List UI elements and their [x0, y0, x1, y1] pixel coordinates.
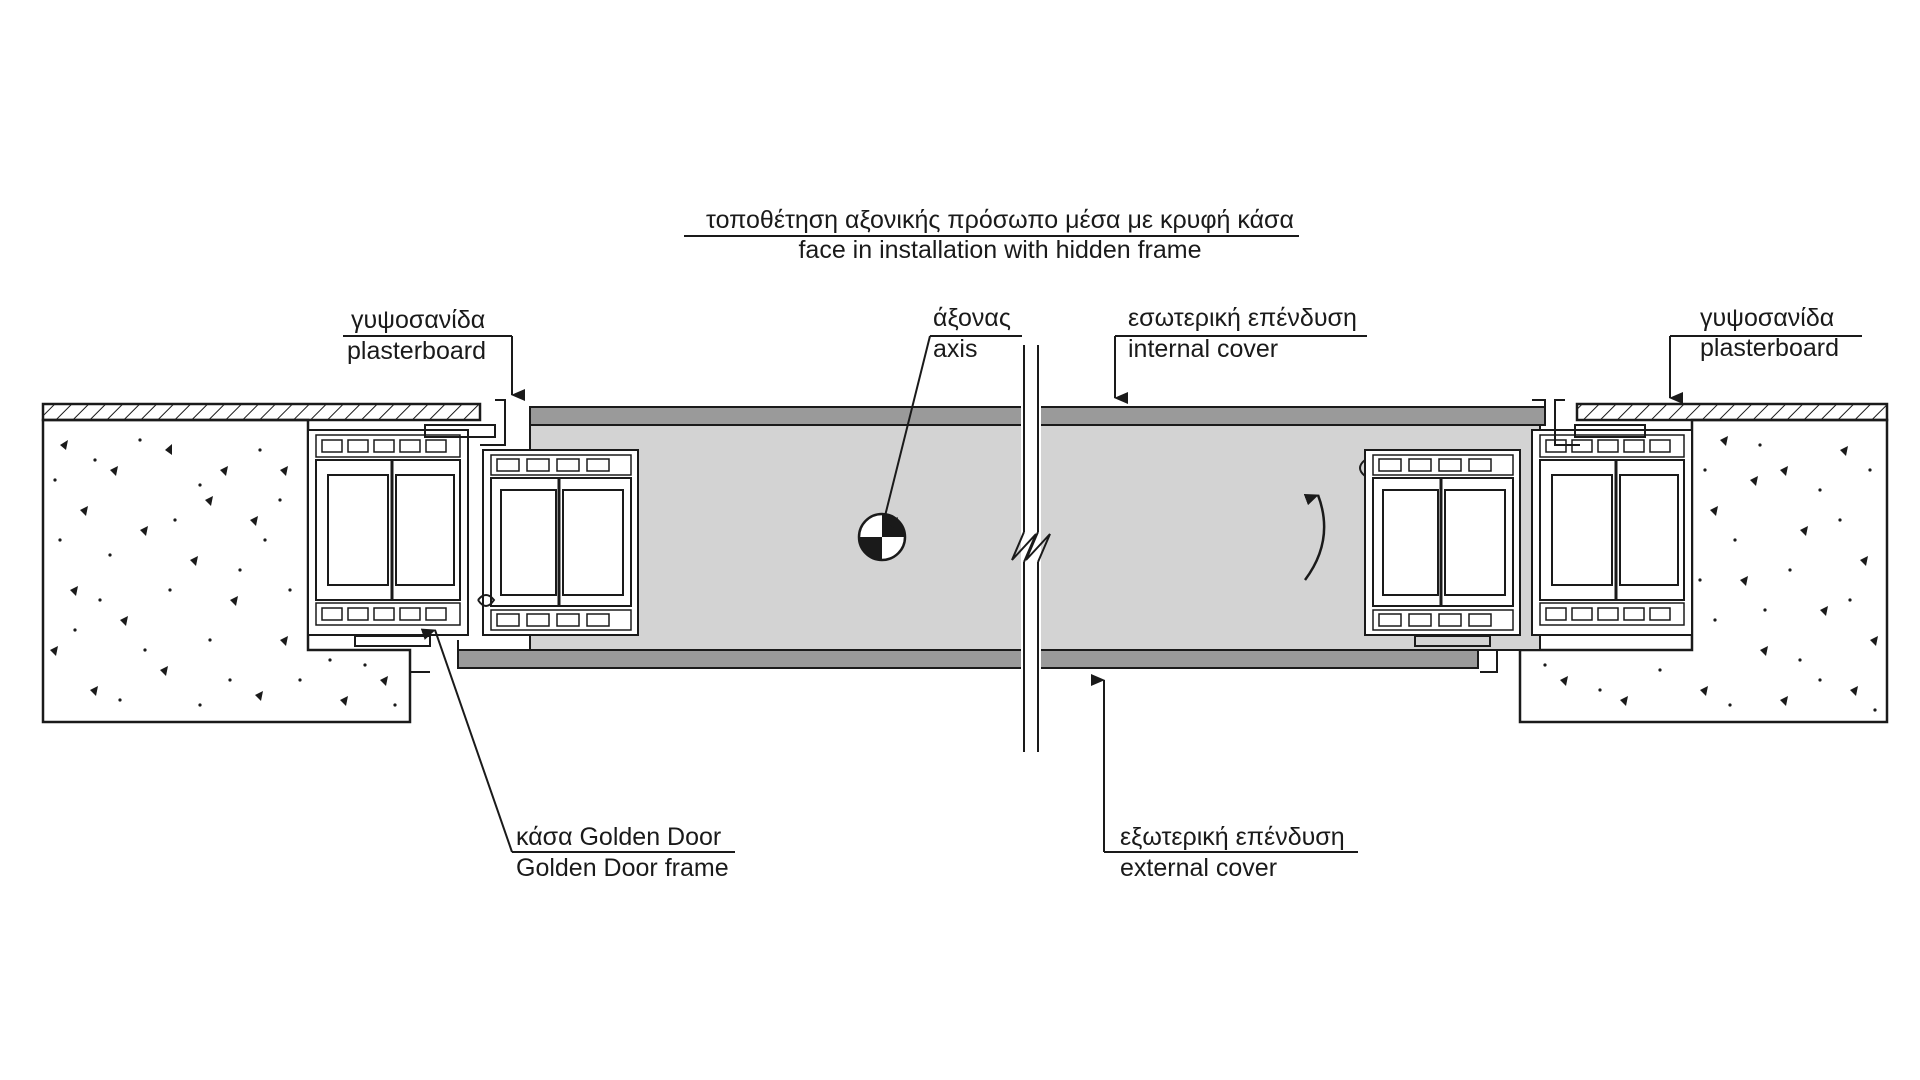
break-symbol	[1011, 340, 1051, 755]
left-plasterboard	[41, 402, 482, 422]
right-wall-aggregate	[1543, 436, 1878, 712]
axis-symbol	[857, 512, 907, 562]
external-cover-sheet	[457, 649, 1479, 669]
axis-greek: άξονας	[933, 304, 1011, 332]
internal-cover-greek: εσωτερική επένδυση	[1128, 304, 1357, 332]
title-greek: τοποθέτηση αξονικής πρόσωπο μέσα με κρυφ…	[706, 206, 1294, 234]
internal-cover-english: internal cover	[1128, 335, 1278, 363]
left-door-sash	[477, 448, 640, 637]
leader-lines	[343, 335, 1862, 853]
plasterboard-right-greek: γυψοσανίδα	[1700, 304, 1834, 332]
plasterboard-right-english: plasterboard	[1700, 334, 1839, 362]
axis-english: axis	[933, 335, 977, 363]
external-cover-english: external cover	[1120, 854, 1277, 882]
plasterboard-left-english: plasterboard	[347, 337, 486, 365]
right-door-sash	[1359, 448, 1522, 637]
right-frame-profile	[1414, 399, 1694, 673]
title-english: face in installation with hidden frame	[798, 236, 1201, 264]
right-plasterboard	[1575, 402, 1889, 422]
left-wall-aggregate	[50, 438, 397, 707]
right-wall	[1518, 402, 1889, 724]
plasterboard-left-greek: γυψοσανίδα	[351, 306, 485, 334]
frame-greek: κάσα Golden Door	[516, 823, 721, 851]
rotation-arrow	[1303, 493, 1326, 581]
external-cover-greek: εξωτερική επένδυση	[1120, 823, 1345, 851]
left-frame-profile	[306, 399, 506, 673]
left-wall	[41, 402, 482, 724]
frame-english: Golden Door frame	[516, 854, 729, 882]
